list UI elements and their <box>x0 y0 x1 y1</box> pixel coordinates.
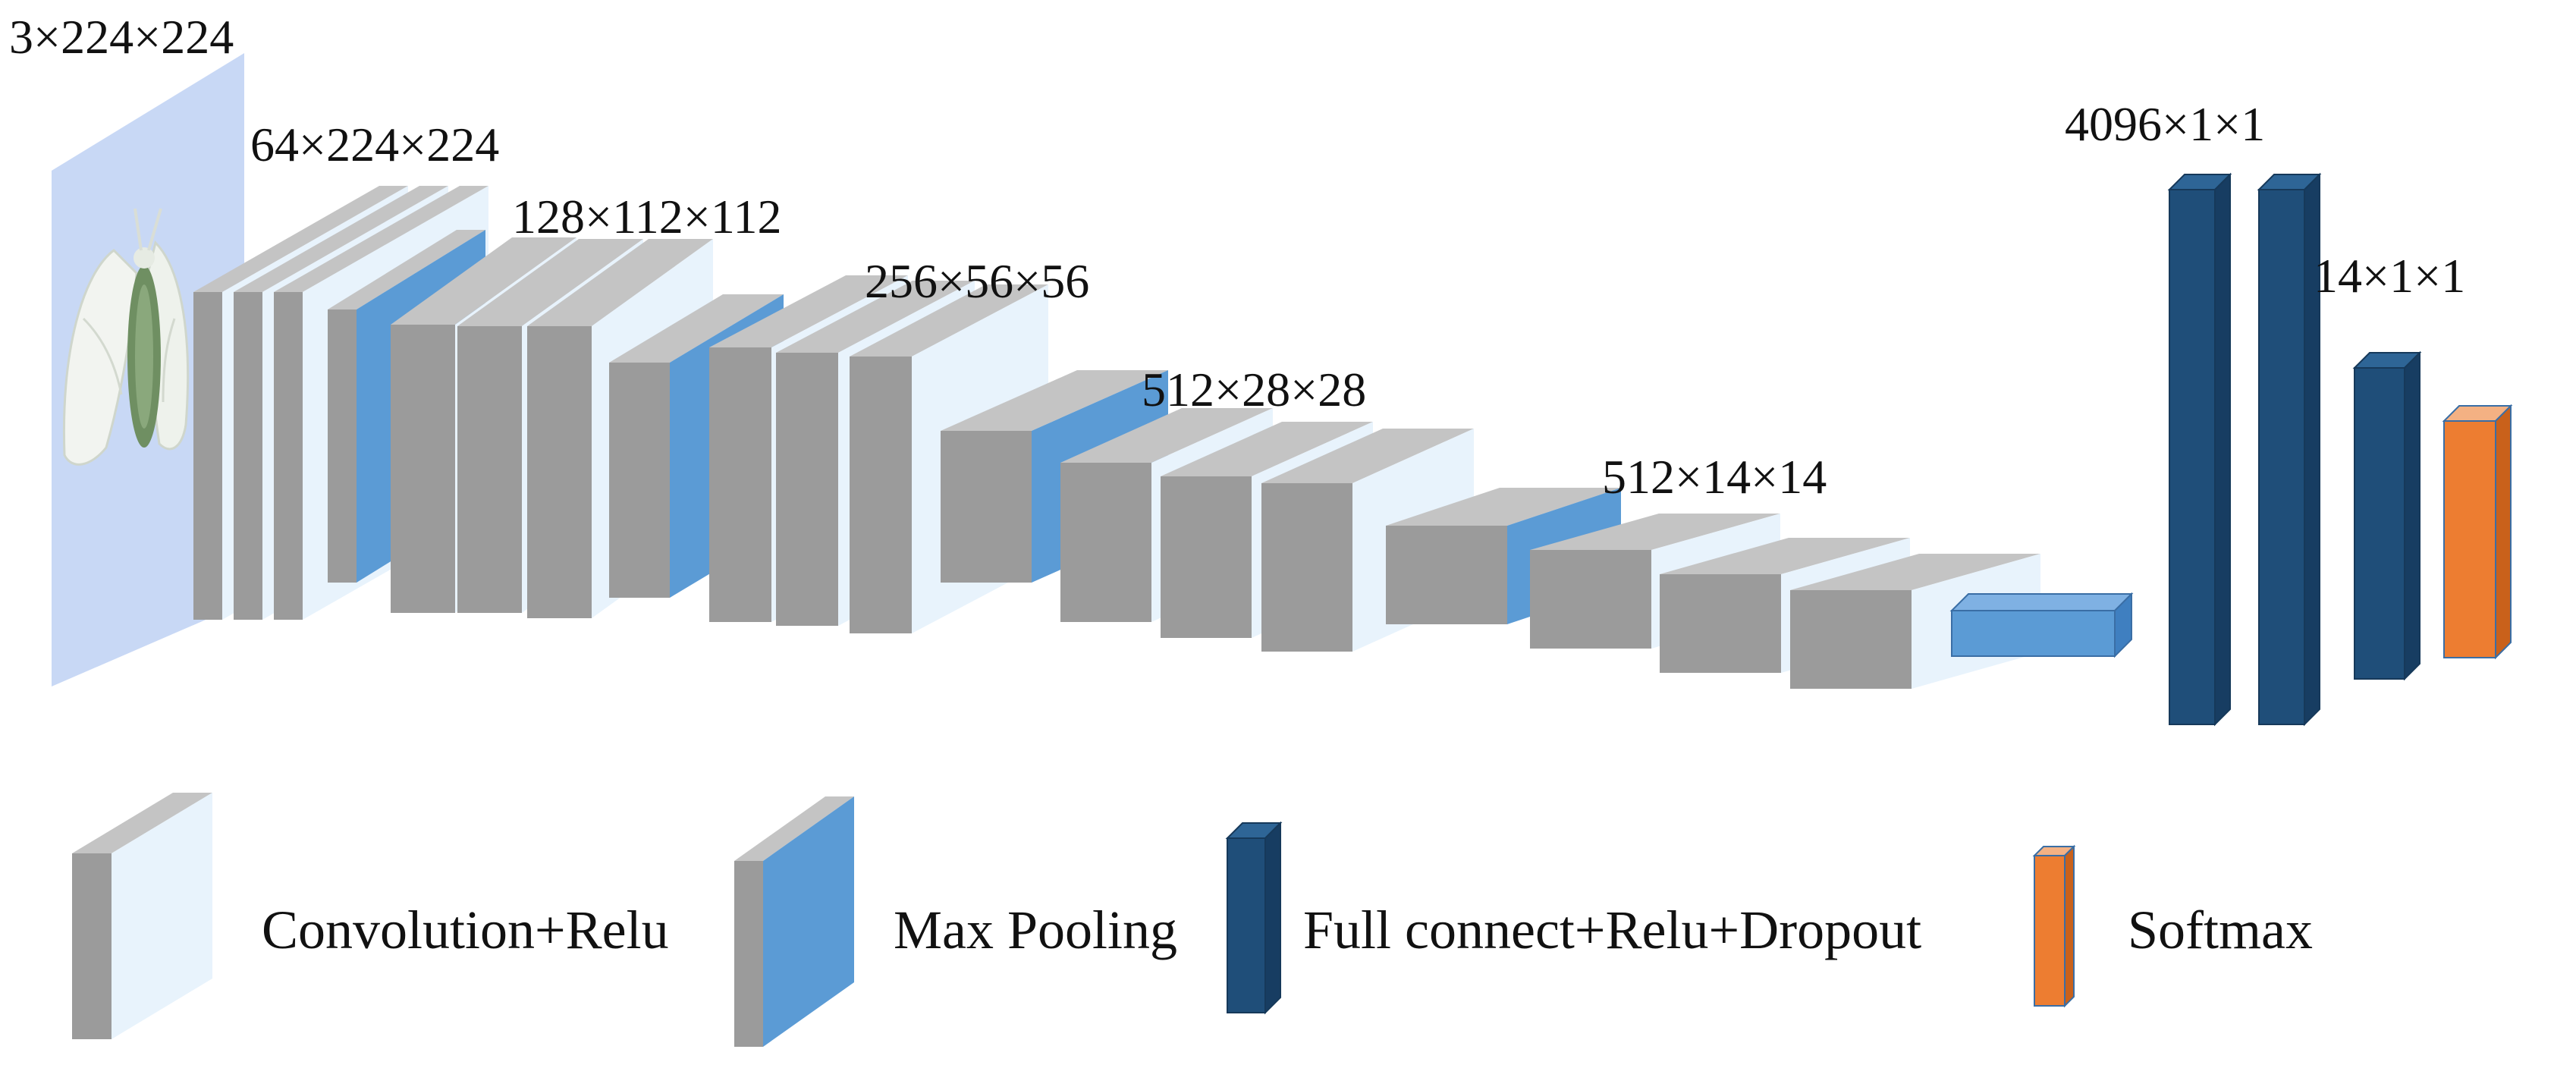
input-image <box>52 53 244 686</box>
legend-softmax-icon <box>2032 844 2076 1008</box>
label-block4-dim: 512×28×28 <box>1142 363 1366 416</box>
legend-pool-icon <box>734 796 854 1047</box>
network-layers <box>193 172 2513 727</box>
moth-illustration <box>62 208 190 466</box>
label-fc-dim: 4096×1×1 <box>2065 97 2265 151</box>
pool5-bar <box>1949 592 2134 658</box>
label-output-dim: 14×1×1 <box>2314 249 2465 303</box>
legend-fc-label: Full connect+Relu+Dropout <box>1303 900 1921 960</box>
legend-conv-icon <box>72 793 212 1039</box>
fc2 <box>2257 172 2322 727</box>
legend-softmax-label: Softmax <box>2128 900 2313 960</box>
label-block5-dim: 512×14×14 <box>1602 450 1827 504</box>
legend <box>72 793 2076 1047</box>
fc3 <box>2352 350 2422 681</box>
softmax-bar <box>2442 404 2513 660</box>
label-block1-dim: 64×224×224 <box>250 118 499 171</box>
legend-conv-label: Convolution+Relu <box>262 900 669 960</box>
legend-fc-icon <box>1225 821 1283 1015</box>
label-block2-dim: 128×112×112 <box>512 190 781 243</box>
fc1 <box>2167 172 2232 727</box>
label-input-dim: 3×224×224 <box>9 10 234 64</box>
label-block3-dim: 256×56×56 <box>865 254 1089 308</box>
legend-pool-label: Max Pooling <box>894 900 1177 960</box>
